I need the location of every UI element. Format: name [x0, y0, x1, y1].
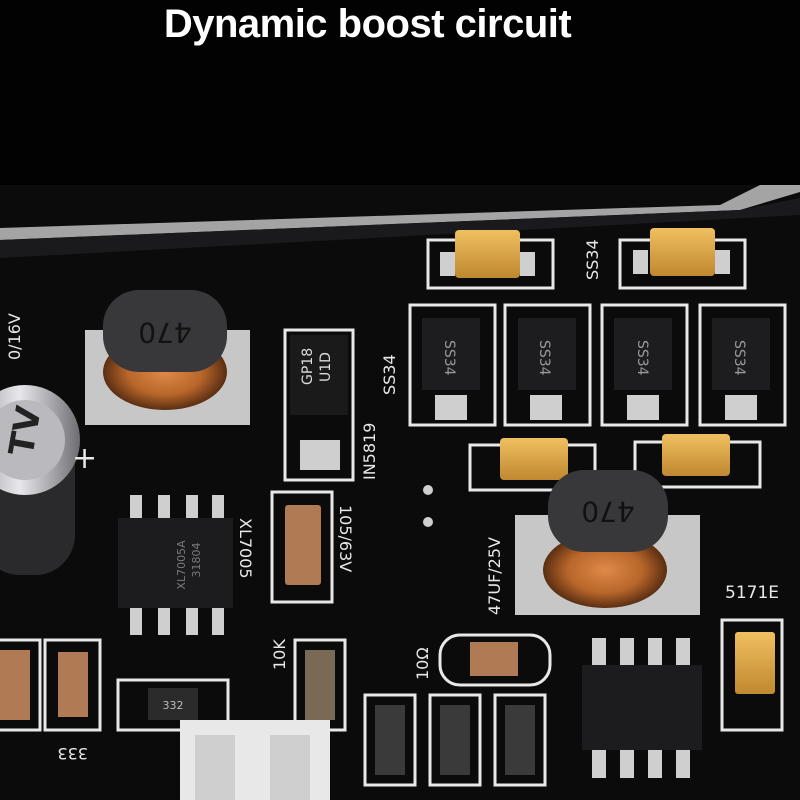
ic-label: XL7005 — [236, 518, 255, 579]
ceramic-cap-105 — [270, 490, 334, 604]
resistor-small-3 — [493, 693, 547, 787]
inductor-2-marking: 470 — [581, 495, 634, 528]
ss34-label-left: SS34 — [380, 354, 399, 395]
plus-mark: + — [72, 441, 97, 476]
image-caption: Dynamic boost circuit — [163, 2, 572, 46]
resistor-horizontal — [438, 633, 552, 687]
schottky-marking-1: GP18 — [300, 348, 316, 385]
cap-105-label: 105/63V — [336, 505, 355, 572]
resistor-332-marking: 332 — [163, 699, 184, 712]
input-cap-marking: TV — [2, 403, 50, 459]
board-edge-shadow — [0, 198, 800, 258]
input-cap-label: 0/16V — [5, 313, 24, 360]
electrolytic-capacitor: TV — [0, 385, 80, 575]
ss34-marking-2: SS34 — [536, 340, 552, 376]
tantalum-cap-right — [720, 618, 784, 732]
resistor-333-label: 333 — [57, 744, 88, 763]
resistor-10-label: 10Ω — [413, 647, 432, 680]
tantalum-cap-top-1 — [426, 230, 555, 290]
resistor-small-2 — [428, 693, 482, 787]
ss34-marking-3: SS34 — [634, 340, 650, 376]
xl7005-ic: XL7005A 31804 — [118, 495, 233, 635]
ss34-diode-3: SS34 — [600, 303, 689, 427]
ss34-diode-1: SS34 — [408, 303, 497, 427]
resistor-10k-label: 10K — [270, 639, 289, 670]
cap-47uf-label: 47UF/25V — [485, 537, 504, 615]
ss34-diode-2: SS34 — [503, 303, 592, 427]
schottky-diode: GP18 U1D — [283, 328, 355, 482]
soic-ic — [582, 638, 702, 778]
white-connector — [180, 720, 330, 800]
via — [423, 517, 433, 527]
ss34-marking-4: SS34 — [731, 340, 747, 376]
ss34-marking-1: SS34 — [441, 340, 457, 376]
ic-marking-2: 31804 — [190, 543, 203, 578]
ic-marking-1: XL7005A — [175, 540, 188, 590]
pcb-photo: TV 0/16V + 470 GP18 U1D IN5819 SS34 SS34… — [0, 185, 800, 800]
via — [423, 485, 433, 495]
tantalum-cap-top-2 — [618, 228, 747, 290]
tantalum-cap-mid-1 — [468, 438, 597, 492]
resistor-332: 332 — [116, 678, 230, 732]
inductor-1: 470 — [85, 290, 250, 425]
cap-5171e-label: 5171E — [725, 583, 779, 603]
ss34-label-top: SS34 — [583, 239, 602, 280]
cap-bottom-left-1 — [0, 638, 42, 732]
board-edge-highlight — [0, 185, 800, 240]
cap-bottom-left-2 — [43, 638, 102, 732]
title-band: Dynamic boost circuit — [0, 0, 800, 185]
inductor-2: 470 — [515, 470, 700, 615]
ss34-diode-4: SS34 — [698, 303, 787, 427]
tantalum-cap-mid-2 — [633, 434, 762, 489]
inductor-1-marking: 470 — [138, 316, 191, 349]
resistor-small-1 — [363, 693, 417, 787]
schottky-marking-2: U1D — [318, 352, 334, 382]
schottky-label: IN5819 — [360, 423, 379, 480]
